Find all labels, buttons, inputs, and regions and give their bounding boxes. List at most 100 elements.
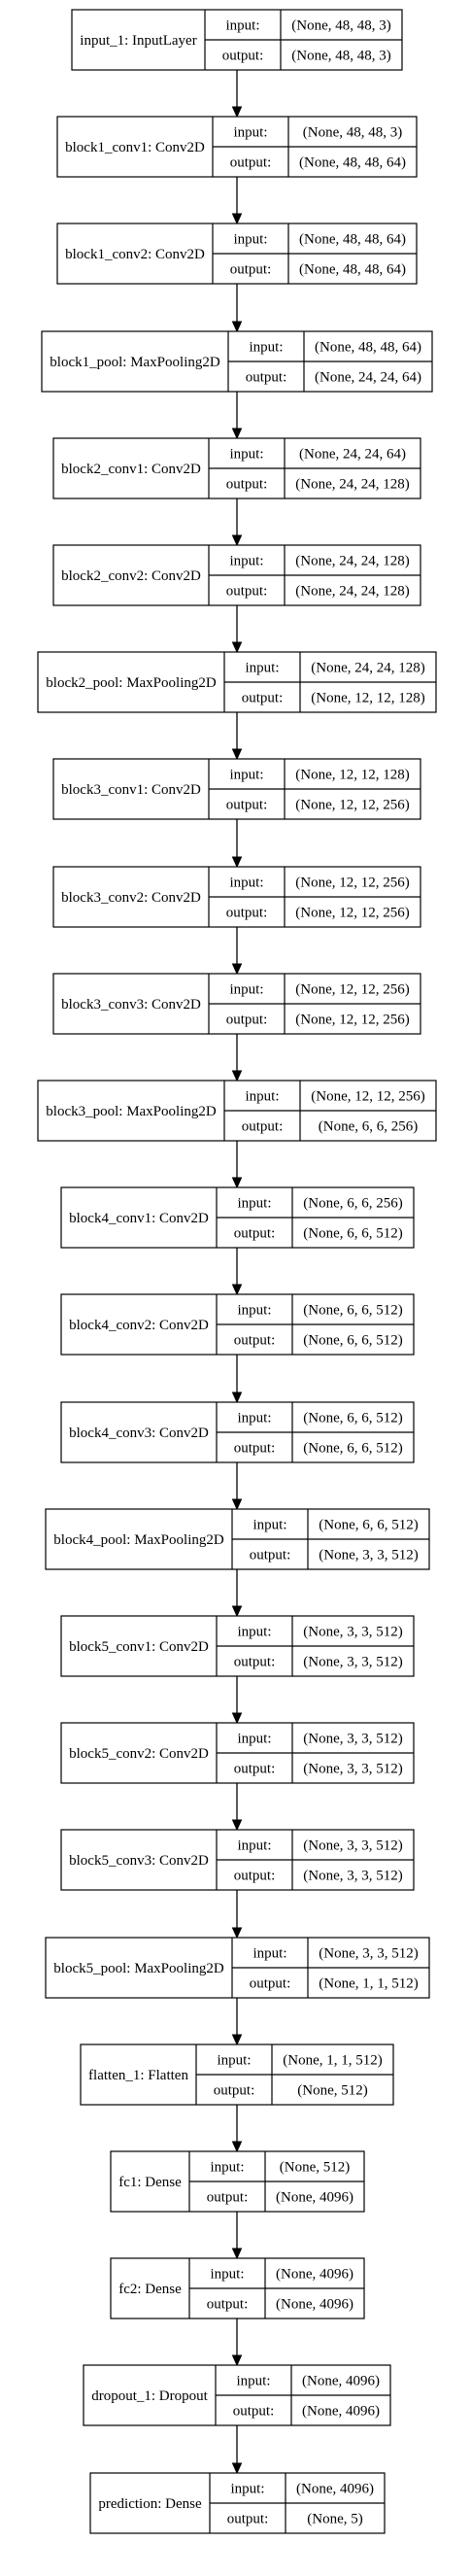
layer-node-block3-conv2: block3_conv2: Conv2Dinput:output:(None, …	[52, 866, 421, 928]
input-label: input:	[217, 2053, 251, 2069]
output-label: output:	[230, 262, 272, 278]
layer-node-block1-pool: block1_pool: MaxPooling2Dinput:output:(N…	[41, 330, 433, 393]
output-shape: (None, 4096)	[276, 2190, 353, 2206]
input-shape: (None, 48, 48, 3)	[291, 18, 390, 34]
input-label: input:	[245, 1089, 279, 1105]
input-label: input:	[229, 982, 263, 998]
edge-arrow	[231, 392, 243, 440]
layer-node-block5-conv2: block5_conv2: Conv2Dinput:output:(None, …	[60, 1722, 415, 1784]
arrowhead-icon	[231, 1177, 243, 1189]
input-shape: (None, 48, 48, 3)	[303, 125, 402, 141]
input-label: input:	[245, 661, 279, 676]
input-shape: (None, 24, 24, 64)	[299, 447, 406, 463]
layer-node-block1-conv1: block1_conv1: Conv2Dinput:output:(None, …	[56, 116, 418, 178]
output-label: output:	[226, 906, 268, 921]
edge-arrow	[231, 2105, 243, 2153]
input-label: input:	[233, 232, 267, 248]
output-label: output:	[207, 2297, 249, 2313]
output-label: output:	[242, 691, 284, 706]
arrowhead-icon	[231, 428, 243, 440]
layer-name: block1_pool: MaxPooling2D	[50, 355, 220, 370]
output-label: output:	[214, 2083, 255, 2099]
edge-arrow	[231, 2318, 243, 2367]
layer-name: block4_conv2: Conv2D	[69, 1318, 209, 1333]
arrowhead-icon	[231, 2141, 243, 2153]
edge-arrow	[231, 177, 243, 225]
edge-arrow	[231, 1355, 243, 1404]
output-shape: (None, 6, 6, 256)	[319, 1119, 418, 1135]
edge-arrow	[231, 605, 243, 654]
output-shape: (None, 1, 1, 512)	[319, 1976, 418, 1992]
input-label: input:	[236, 2374, 270, 2389]
layer-name: fc1: Dense	[118, 2175, 182, 2190]
arrowhead-icon	[231, 641, 243, 654]
layer-name: dropout_1: Dropout	[91, 2388, 208, 2404]
input-shape: (None, 6, 6, 512)	[303, 1303, 402, 1319]
layer-name: block4_conv3: Conv2D	[69, 1425, 209, 1441]
layer-name: block1_conv1: Conv2D	[65, 140, 205, 155]
arrowhead-icon	[231, 106, 243, 119]
edge-arrow	[231, 70, 243, 119]
layer-node-block2-conv2: block2_conv2: Conv2Dinput:output:(None, …	[52, 544, 421, 606]
input-label: input:	[229, 447, 263, 463]
layer-node-input-1: input_1: InputLayer input: output: (None, 4…	[71, 9, 403, 71]
edge-arrow	[231, 1034, 243, 1082]
arrowhead-icon	[231, 321, 243, 333]
output-shape: (None, 6, 6, 512)	[303, 1333, 402, 1349]
output-shape: (None, 6, 6, 512)	[303, 1226, 402, 1242]
input-shape: (None, 4096)	[296, 2482, 374, 2497]
layer-name: input_1: InputLayer	[80, 33, 196, 49]
layer-name: block3_pool: MaxPooling2D	[46, 1104, 217, 1119]
output-shape: (None, 12, 12, 256)	[295, 798, 409, 813]
output-shape: (None, 48, 48, 64)	[299, 262, 406, 278]
layer-name: block5_conv1: Conv2D	[69, 1639, 209, 1655]
input-label: input:	[237, 1625, 271, 1640]
output-label: output:	[222, 49, 264, 64]
output-shape: (None, 12, 12, 256)	[295, 906, 409, 921]
input-shape: (None, 4096)	[302, 2374, 380, 2389]
layer-name: block4_conv1: Conv2D	[69, 1211, 209, 1226]
input-shape: (None, 6, 6, 512)	[319, 1518, 418, 1533]
arrowhead-icon	[231, 534, 243, 547]
edges-layer	[231, 70, 243, 2475]
input-shape: (None, 3, 3, 512)	[303, 1625, 402, 1640]
input-label: input:	[225, 18, 259, 34]
output-shape: (None, 5)	[307, 2512, 362, 2527]
output-shape: (None, 6, 6, 512)	[303, 1441, 402, 1457]
output-shape: (None, 3, 3, 512)	[319, 1548, 418, 1563]
edge-arrow	[231, 1890, 243, 1940]
arrowhead-icon	[231, 1391, 243, 1404]
edge-arrow	[231, 498, 243, 547]
output-label: output:	[226, 584, 268, 600]
layer-node-dropout-1: dropout_1: Dropout input: output: (None, 40…	[83, 2364, 391, 2426]
input-shape: (None, 48, 48, 64)	[299, 232, 406, 248]
edge-arrow	[231, 2212, 243, 2260]
output-shape: (None, 12, 12, 128)	[311, 691, 424, 706]
layer-name: block3_conv1: Conv2D	[61, 782, 201, 798]
input-label: input:	[230, 2482, 264, 2497]
layer-node-block4-conv2: block4_conv2: Conv2Dinput:output:(None, …	[60, 1293, 415, 1356]
output-shape: (None, 3, 3, 512)	[303, 1655, 402, 1670]
layer-node-block1-conv2: block1_conv2: Conv2D input: output: (None, …	[56, 223, 418, 285]
output-shape: (None, 3, 3, 512)	[303, 1869, 402, 1884]
edge-arrow	[231, 712, 243, 761]
layer-name: block2_conv2: Conv2D	[61, 568, 201, 584]
arrowhead-icon	[231, 213, 243, 225]
input-shape: (None, 6, 6, 256)	[303, 1196, 402, 1212]
input-label: input:	[252, 1946, 286, 1962]
output-shape: (None, 4096)	[276, 2297, 353, 2313]
layer-name: block1_conv2: Conv2D	[65, 247, 205, 262]
input-shape: (None, 4096)	[276, 2267, 353, 2283]
input-shape: (None, 1, 1, 512)	[283, 2053, 382, 2069]
input-shape: (None, 6, 6, 512)	[303, 1411, 402, 1426]
layer-name: block5_pool: MaxPooling2D	[53, 1961, 224, 1976]
layer-name: block2_conv1: Conv2D	[61, 462, 201, 477]
input-shape: (None, 24, 24, 128)	[311, 661, 424, 676]
output-label: output:	[226, 1013, 268, 1028]
output-label: output:	[250, 1976, 291, 1992]
output-label: output:	[233, 2404, 275, 2420]
layer-node-block3-conv1: block3_conv1: Conv2Dinput:output:(None, …	[52, 758, 421, 820]
layer-name: prediction: Dense	[98, 2496, 202, 2512]
